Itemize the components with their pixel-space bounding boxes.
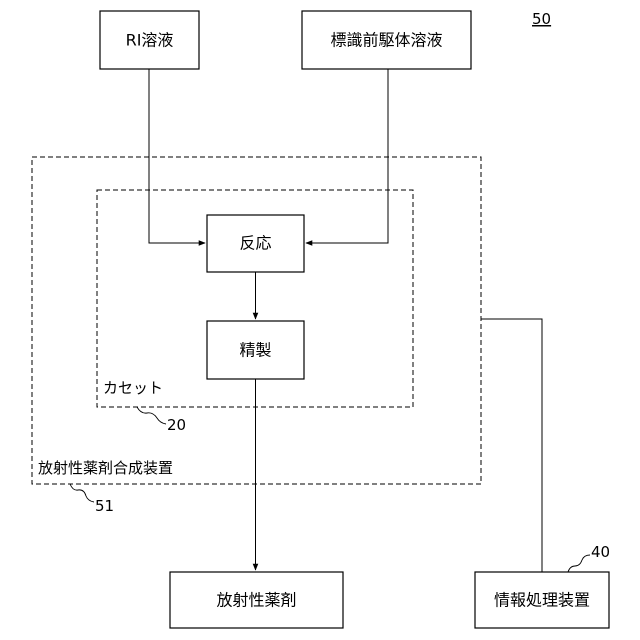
synthesizer-to-processor-line (481, 319, 542, 572)
radiopharmaceutical-label: 放射性薬剤 (216, 591, 296, 610)
precursor-solution-label: 標識前駆体溶液 (330, 31, 442, 50)
synthesizer-ref-leader (70, 484, 94, 502)
synthesizer-ref: 51 (95, 497, 114, 515)
reaction-box: 反応 (207, 215, 304, 272)
ri-solution-label: RI溶液 (126, 31, 174, 50)
purification-label: 精製 (239, 341, 271, 360)
reaction-label: 反応 (239, 234, 271, 253)
cassette-ref: 20 (167, 416, 186, 434)
information-processor-label: 情報処理装置 (494, 591, 590, 610)
ri-to-reaction-arrow (149, 69, 205, 243)
purification-box: 精製 (207, 321, 304, 379)
precursor-to-reaction-arrow (306, 69, 388, 243)
processor-ref-leader (568, 555, 590, 572)
ri-solution-box: RI溶液 (100, 11, 199, 69)
cassette-label: カセット (103, 379, 163, 397)
cassette-ref-leader (137, 407, 166, 424)
radiopharmaceutical-box: 放射性薬剤 (170, 572, 343, 628)
synthesizer-label: 放射性薬剤合成装置 (38, 459, 173, 477)
figure-number: 50 (532, 10, 551, 28)
information-processor-box: 情報処理装置 (475, 572, 609, 628)
processor-ref: 40 (591, 543, 610, 561)
precursor-solution-box: 標識前駆体溶液 (302, 11, 471, 69)
